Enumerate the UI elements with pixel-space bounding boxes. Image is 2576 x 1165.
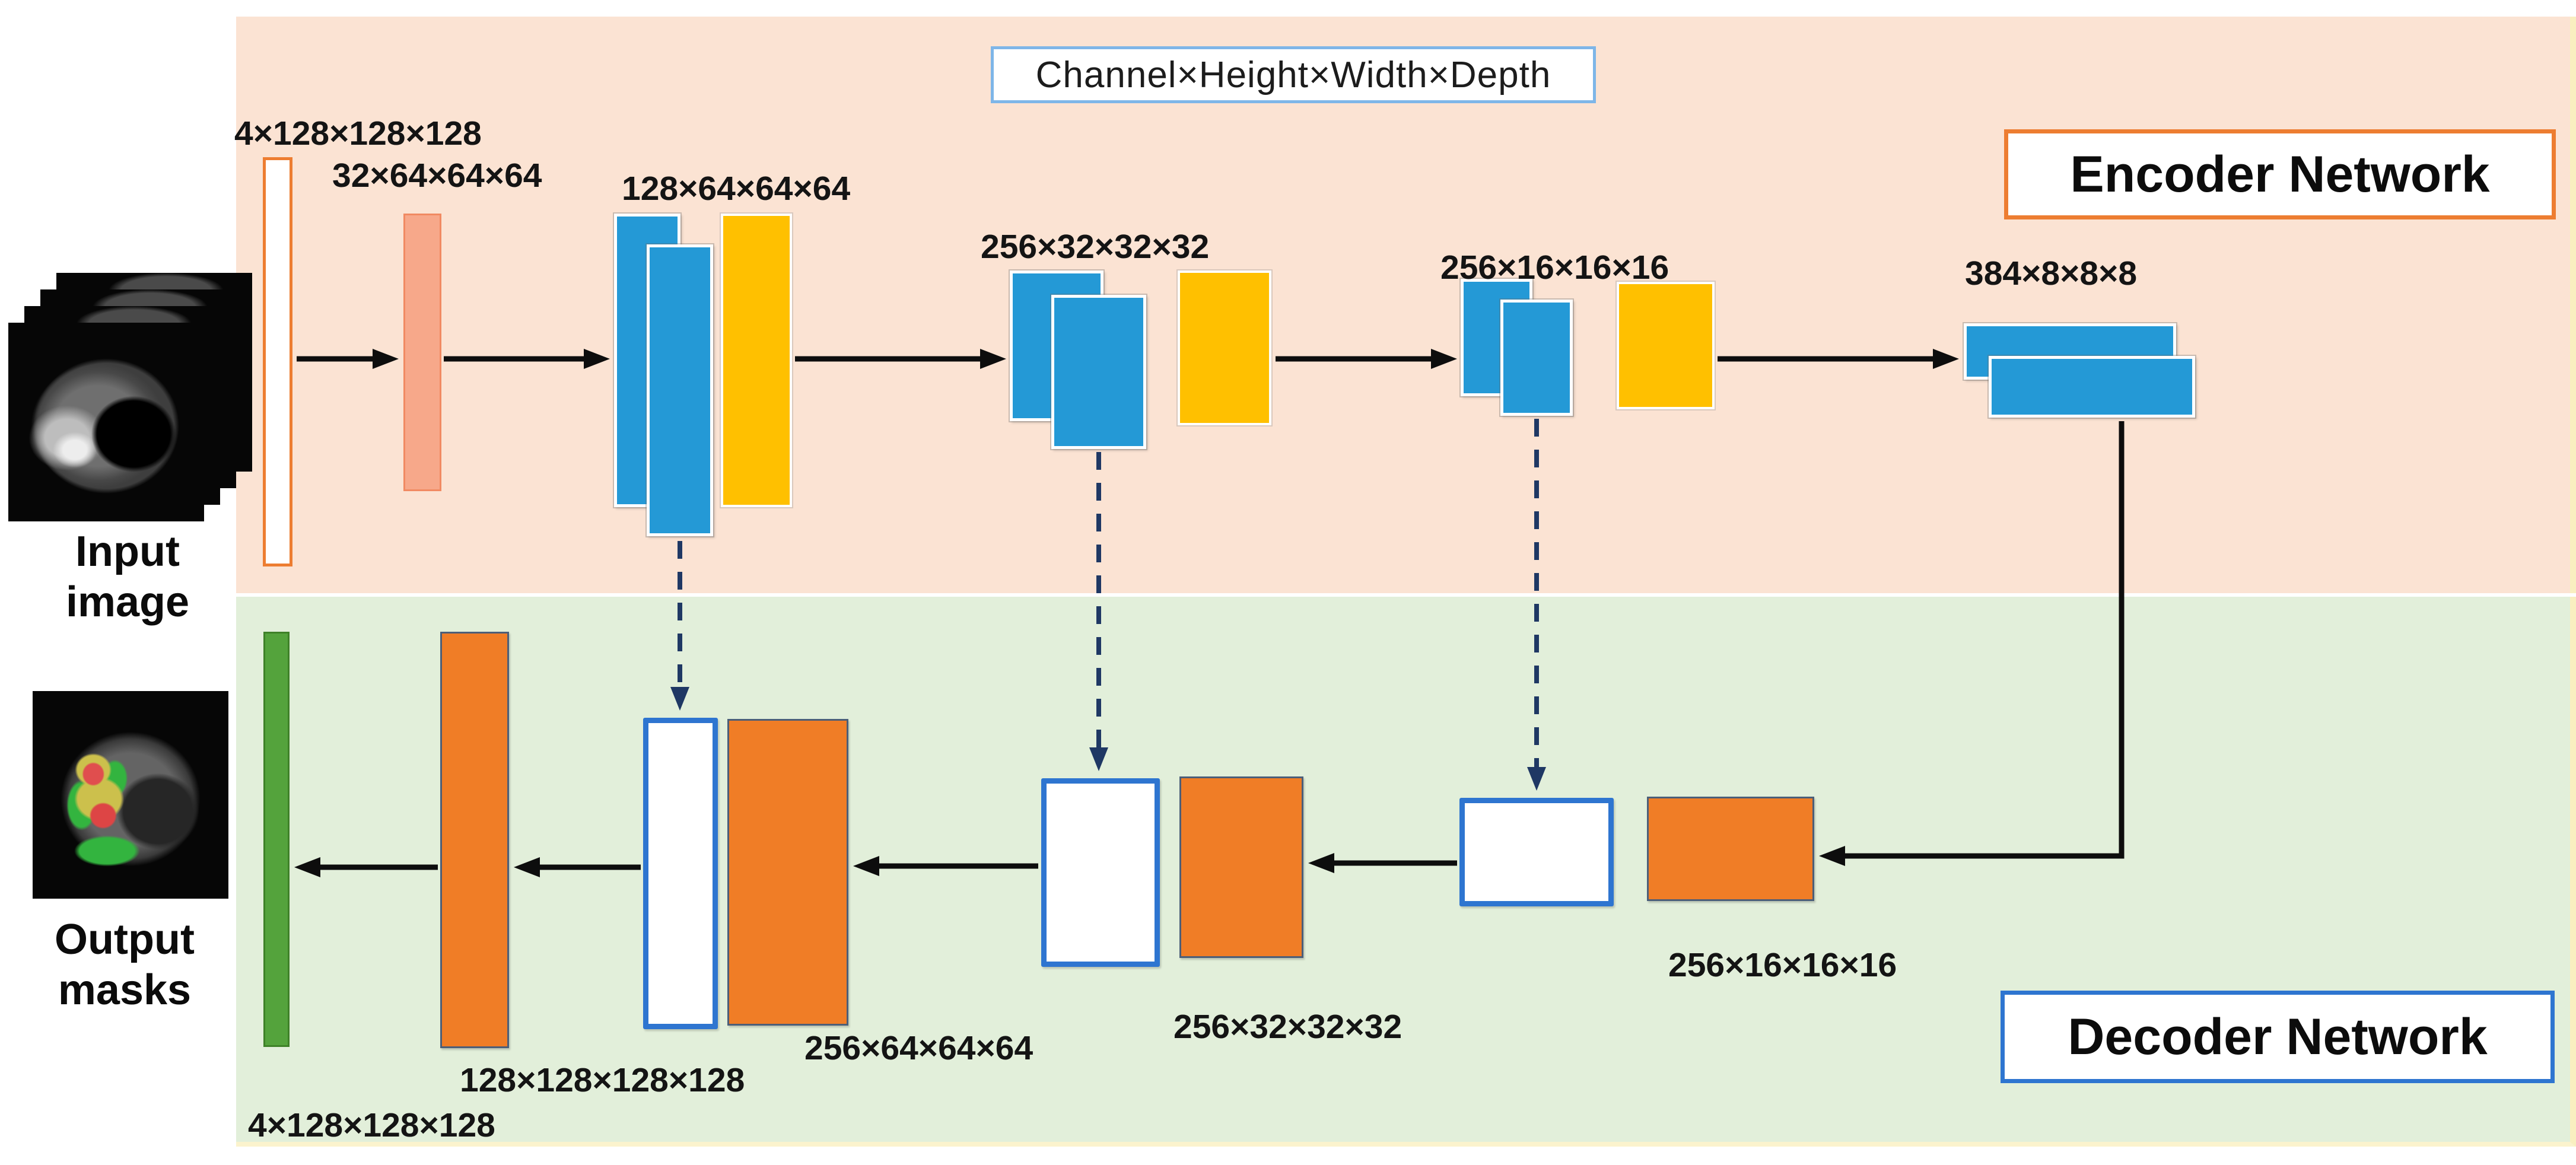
- dec-stage3-deconv-block: [1647, 797, 1814, 901]
- label-enc-stage4-dim: 384×8×8×8: [1965, 254, 2138, 292]
- label-enc-conv1-dim: 32×64×64×64: [332, 157, 542, 195]
- legend-label: Channel×Height×Width×Depth: [1035, 54, 1551, 96]
- label-enc-stage2-dim: 256×32×32×32: [981, 228, 1210, 266]
- label-dec-output-dim: 4×128×128×128: [248, 1106, 495, 1144]
- dec-stage3-concat-box: [1459, 798, 1614, 906]
- dec-output-feature-bar: [263, 632, 290, 1047]
- legend-box: Channel×Height×Width×Depth: [991, 46, 1596, 103]
- input-brain-mri-image: [8, 323, 204, 521]
- decoder-network-title: Decoder Network: [2068, 1008, 2488, 1065]
- label-dec-stage1-dim: 256×64×64×64: [804, 1029, 1033, 1067]
- dec-stage2-deconv-block: [1179, 776, 1303, 958]
- dec-stage1-concat-box: [643, 718, 718, 1029]
- dec-stage1-deconv-block: [727, 719, 848, 1026]
- label-enc-input-dim: 4×128×128×128: [234, 114, 482, 152]
- output-masks-caption: Output masks: [55, 916, 195, 1014]
- dec-stage0-deconv-block: [440, 632, 509, 1048]
- label-dec-stage2-dim: 256×32×32×32: [1173, 1008, 1403, 1046]
- input-mri-slice-1: [8, 323, 204, 521]
- enc-conv1-feature-bar: [403, 214, 441, 491]
- enc-stage2-conv-block-front: [1051, 295, 1146, 449]
- label-enc-stage3-dim: 256×16×16×16: [1440, 249, 1669, 287]
- input-tensor-bar: [263, 157, 292, 566]
- label-enc-stage1-dim: 128×64×64×64: [622, 170, 851, 208]
- enc-stage1-downsample-block: [721, 214, 792, 507]
- output-mask-image-frame: [33, 691, 228, 899]
- input-image-caption: Input image: [65, 528, 190, 626]
- dec-stage2-concat-box: [1041, 778, 1160, 967]
- enc-stage3-conv-block-front: [1500, 300, 1573, 416]
- label-dec-stage3-dim: 256×16×16×16: [1668, 946, 1897, 984]
- decoder-network-label-box: Decoder Network: [2001, 991, 2555, 1083]
- enc-stage2-downsample-block: [1178, 270, 1271, 425]
- enc-stage1-conv-block-front: [647, 244, 713, 536]
- encoder-network-title: Encoder Network: [2070, 145, 2490, 203]
- enc-stage3-downsample-block: [1617, 282, 1715, 409]
- encoder-network-label-box: Encoder Network: [2004, 129, 2556, 219]
- label-dec-stage0-dim: 128×128×128×128: [460, 1061, 745, 1099]
- output-brain-segmentation-image: [33, 691, 228, 899]
- enc-stage4-conv-block-front: [1989, 356, 2195, 418]
